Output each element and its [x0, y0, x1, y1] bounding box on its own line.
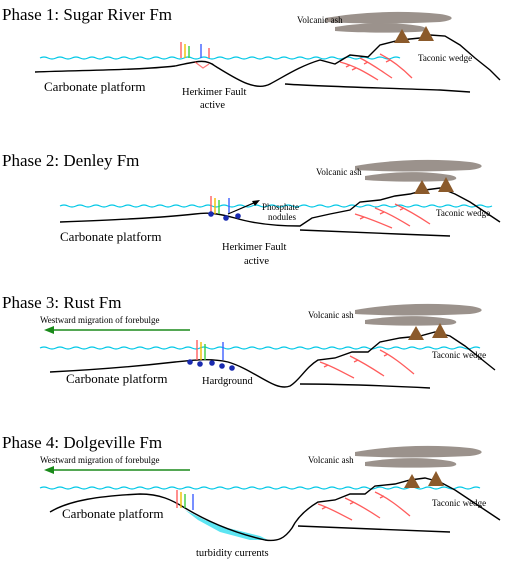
phase-1-fault-label-1: Herkimer Fault — [182, 87, 247, 98]
phase-2-fault-bars — [210, 196, 230, 214]
phase-1-ash-label: Volcanic ash — [297, 15, 343, 25]
phase-2-thrusts — [354, 203, 431, 229]
phase-4-seafloor — [49, 477, 501, 542]
phase-4-turbidite — [185, 510, 268, 540]
phase-2-ash-plume — [355, 159, 482, 182]
phase-4-turbidity-label: turbidity currents — [196, 548, 269, 559]
phase-3-thrusts — [319, 349, 415, 379]
phase-3-sea-level — [39, 346, 481, 350]
phase-3-ash-label: Volcanic ash — [308, 310, 354, 320]
phase-2-volcano-left — [414, 180, 430, 194]
phase-3-migration-label: Westward migration of forebulge — [40, 315, 160, 325]
phase-1-wedge-label: Taconic wedge — [418, 53, 472, 63]
phase-4-ash-plume — [355, 445, 482, 468]
phase-3-wedge-label: Taconic wedge — [432, 350, 486, 360]
phase-3-panel: Phase 3: Rust Fm Westward migration of f… — [2, 293, 496, 389]
phase-2-basement — [299, 229, 451, 237]
phase-3-hardground-label: Hardground — [202, 376, 253, 387]
phase-4-title: Phase 4: Dolgeville Fm — [2, 433, 162, 452]
phase-2-phosphate-label-2: nodules — [268, 212, 296, 222]
phase-1-carbonate-label: Carbonate platform — [44, 79, 145, 94]
phase-2-sea-level — [59, 204, 493, 208]
phase-2-ash-label: Volcanic ash — [316, 167, 362, 177]
phase-4-volcano-right — [428, 471, 444, 486]
phase-3-ash-plume — [355, 303, 482, 326]
phase-2-phosphate-label-1: Phosphate — [262, 202, 299, 212]
phase-4-sea-level — [39, 486, 481, 490]
phase-2-seafloor — [59, 187, 501, 227]
phase-3-title: Phase 3: Rust Fm — [2, 293, 122, 312]
phase-1-fault-bars — [180, 42, 210, 69]
phase-1-basement — [284, 83, 471, 93]
phase-3-migration-arrowhead — [44, 326, 54, 334]
phase-2-phosphate-arrow — [227, 201, 257, 215]
phase-2-phosphate-nodules — [208, 211, 241, 221]
phase-4-panel: Phase 4: Dolgeville Fm Westward migratio… — [2, 433, 501, 559]
phase-1-thrusts — [339, 53, 413, 81]
phase-2-phosphate-arrowhead — [252, 200, 260, 206]
phase-2-fault-label-2: active — [244, 256, 269, 267]
phase-4-volcano-left — [404, 474, 420, 488]
phase-2-fault-label-1: Herkimer Fault — [222, 242, 287, 253]
phase-3-carbonate-label: Carbonate platform — [66, 371, 167, 386]
phase-2-volcano-right — [438, 177, 454, 192]
phase-2-carbonate-label: Carbonate platform — [60, 229, 161, 244]
phase-4-fault-bars — [176, 490, 194, 510]
phase-3-basement — [299, 383, 431, 389]
phase-4-migration-label: Westward migration of forebulge — [40, 455, 160, 465]
phase-3-fault-bars — [196, 340, 224, 360]
phase-1-seafloor — [34, 34, 501, 88]
phase-3-seafloor — [49, 331, 496, 388]
phase-2-wedge-label: Taconic wedge — [436, 208, 490, 218]
phase-1-fault-label-2: active — [200, 100, 225, 111]
phase-3-volcano-right — [432, 323, 448, 338]
phase-1-volcano-left — [394, 29, 410, 43]
phase-2-title: Phase 2: Denley Fm — [2, 151, 139, 170]
phase-3-hardground-nodules — [187, 359, 235, 371]
phase-4-ash-label: Volcanic ash — [308, 455, 354, 465]
phase-4-basement — [297, 525, 451, 533]
phase-4-migration-arrowhead — [44, 466, 54, 474]
phase-1-volcano-right — [418, 26, 434, 41]
phase-4-carbonate-label: Carbonate platform — [62, 506, 163, 521]
phase-4-thrusts — [317, 491, 411, 521]
phase-1-sea-level — [39, 56, 401, 60]
phase-1-title: Phase 1: Sugar River Fm — [2, 5, 172, 24]
phase-4-wedge-label: Taconic wedge — [432, 498, 486, 508]
phase-1-ash-plume — [325, 11, 452, 33]
phase-1-panel: Phase 1: Sugar River Fm Carb — [2, 5, 501, 111]
phase-2-panel: Phase 2: Denley Fm Carbonate p — [2, 151, 501, 267]
phase-3-volcano-left — [408, 326, 424, 340]
